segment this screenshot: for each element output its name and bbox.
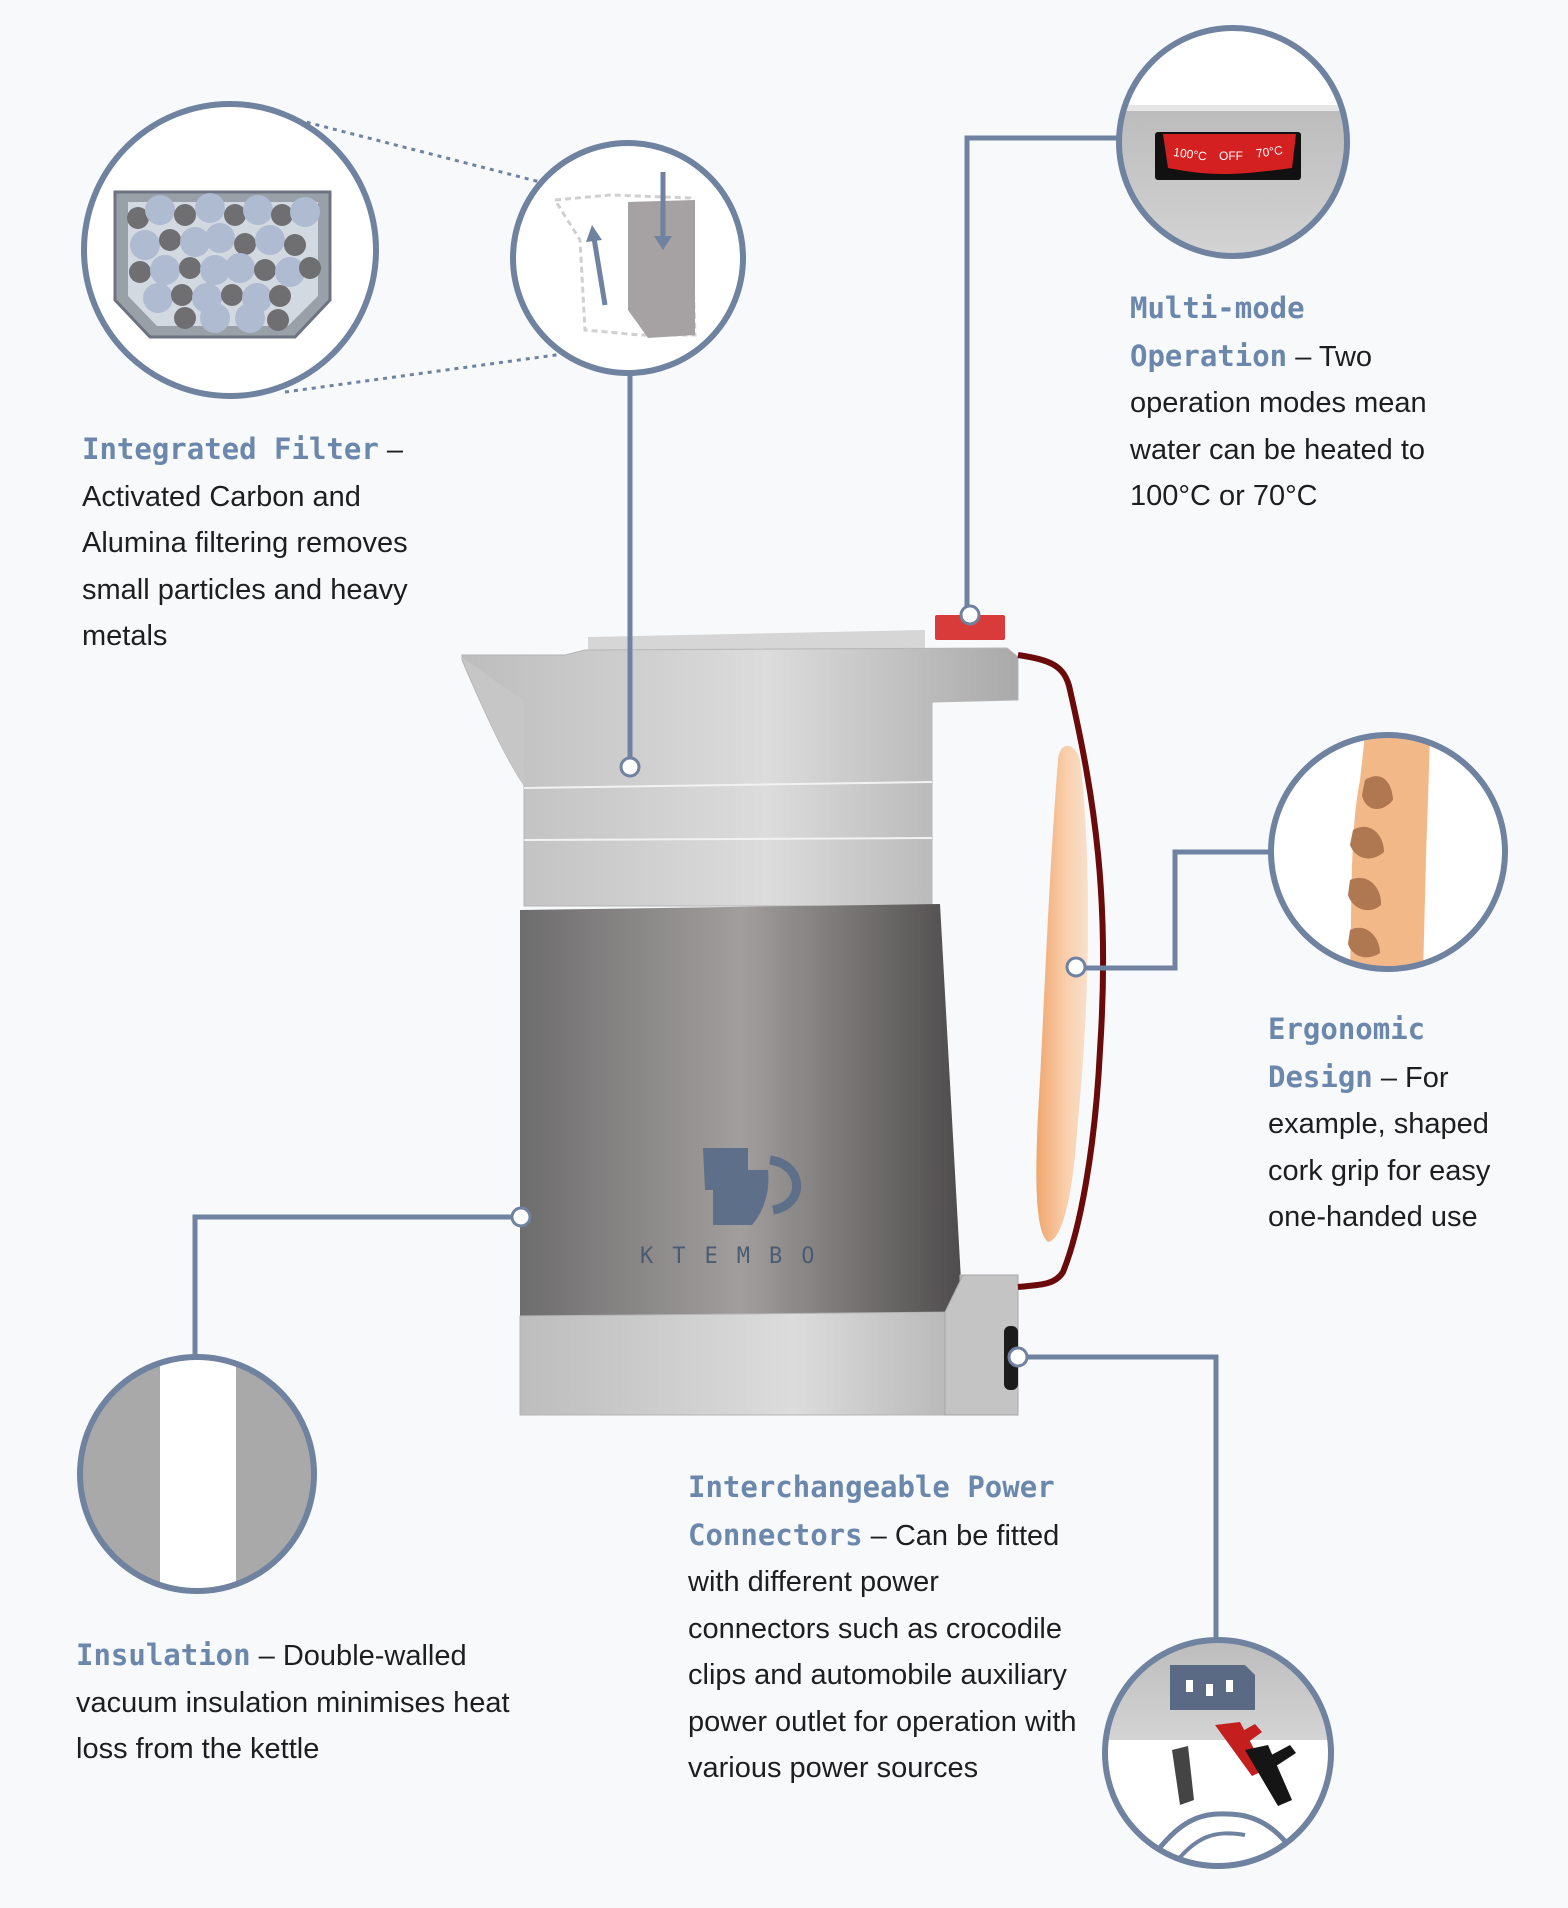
cork-grip xyxy=(1036,745,1089,1242)
brand-name: KTEMBO xyxy=(640,1244,833,1269)
leader-lines xyxy=(192,135,1271,1640)
connectors-dash: – xyxy=(862,1519,887,1552)
insulation-dot xyxy=(510,1206,532,1228)
alumina-granule xyxy=(130,230,160,260)
kettle-spout xyxy=(462,658,524,785)
filter-detail-circle xyxy=(81,101,379,399)
carbon-granule xyxy=(267,309,289,331)
multimode-callout: Multi-mode Operation – Two operation mod… xyxy=(1130,285,1430,520)
grip-detail-circle xyxy=(1268,732,1508,972)
carbon-granule xyxy=(179,257,201,279)
grip-dot xyxy=(1065,956,1087,978)
carbon-granule xyxy=(127,207,149,229)
kettle-ring xyxy=(523,781,933,789)
carbon-granule xyxy=(174,204,196,226)
filter-body: Activated Carbon and Alumina filtering r… xyxy=(82,480,408,653)
carbon-granule xyxy=(171,284,193,306)
insulation-leader xyxy=(192,1214,520,1357)
switch-label-100: 100°C xyxy=(1172,145,1207,164)
alumina-granule xyxy=(235,303,265,333)
switch-dot xyxy=(959,604,981,626)
power-cables xyxy=(1148,1811,1302,1862)
alumina-granule xyxy=(205,223,235,253)
carbon-granule xyxy=(221,284,243,306)
carbon-granule xyxy=(299,257,321,279)
zoom-lines xyxy=(284,118,681,394)
multimode-dash: – xyxy=(1287,340,1319,373)
switch-label-70: 70°C xyxy=(1255,143,1284,161)
multimode-title: Multi-mode Operation xyxy=(1130,291,1305,373)
connectors-body: Can be fitted with different power conne… xyxy=(688,1519,1077,1785)
filter-chamber xyxy=(628,200,695,338)
carbon-granule xyxy=(234,233,256,255)
kettle: KTEMBO xyxy=(461,615,1107,1416)
filter-callout: Integrated Filter – Activated Carbon and… xyxy=(82,426,462,660)
grip-leader xyxy=(1078,849,1271,971)
filter-location-circle xyxy=(510,140,746,376)
filter-title: Integrated Filter xyxy=(82,432,379,466)
alumina-granule xyxy=(243,195,273,225)
logo-handle-arc xyxy=(769,1155,802,1215)
kettle-logo-icon xyxy=(703,1148,769,1225)
ergonomic-callout: Ergonomic Design – For example, shaped c… xyxy=(1268,1006,1528,1241)
connectors-callout: Interchangeable Power Connectors – Can b… xyxy=(688,1464,1078,1792)
alumina-granule xyxy=(290,197,320,227)
insulation-detail-circle xyxy=(77,1354,317,1594)
connectors-title: Interchangeable Power Connectors xyxy=(688,1470,1055,1552)
kettle-handle xyxy=(1017,652,1107,1290)
alumina-granule xyxy=(275,257,305,287)
crocodile-clip-black-icon xyxy=(1245,1745,1296,1806)
carbon-granule xyxy=(254,259,276,281)
carbon-granule xyxy=(271,204,293,226)
kettle-upper-body xyxy=(461,647,1019,907)
carbon-granule xyxy=(174,307,196,329)
connector-leader xyxy=(1018,1354,1219,1640)
power-connectors-detail-circle xyxy=(1102,1637,1334,1869)
carbon-granule xyxy=(269,285,291,307)
ktembo-logo: KTEMBO xyxy=(640,1148,833,1269)
alumina-granule xyxy=(143,283,173,313)
alumina-granule xyxy=(195,193,225,223)
connector-dot xyxy=(1007,1346,1029,1368)
ergonomic-dash: – xyxy=(1372,1061,1406,1094)
filter-dash: – xyxy=(378,434,403,466)
alumina-granule xyxy=(145,195,175,225)
insulation-callout: Insulation – Double-walled vacuum insula… xyxy=(76,1632,516,1773)
alumina-granule xyxy=(225,253,255,283)
alumina-granule xyxy=(180,227,210,257)
kettle-ring xyxy=(523,837,933,841)
ergonomic-title: Ergonomic Design xyxy=(1268,1012,1426,1094)
multimode-body: Two operation modes mean water can be he… xyxy=(1130,340,1427,513)
carbon-granule xyxy=(129,261,151,283)
alumina-granule xyxy=(200,303,230,333)
insulation-dash: – xyxy=(250,1640,283,1672)
insulation-sleeve xyxy=(520,904,963,1316)
switch-label-off: OFF xyxy=(1219,149,1243,163)
carbon-granule xyxy=(224,204,246,226)
switch-detail-circle: 100°C OFF 70°C xyxy=(1116,25,1350,259)
car-plug-icon xyxy=(1172,1746,1194,1805)
filter-dot xyxy=(619,756,641,778)
alumina-granule xyxy=(150,255,180,285)
filter-particles xyxy=(127,193,321,333)
insulation-body: Double-walled vacuum insulation minimise… xyxy=(76,1640,510,1765)
alumina-granule xyxy=(200,255,230,285)
kettle-lid xyxy=(588,630,925,654)
leader-endpoints xyxy=(510,604,1087,1368)
power-button[interactable] xyxy=(935,615,1005,640)
flow-arrow-up-icon xyxy=(591,237,608,306)
switch-leader xyxy=(964,135,1119,618)
ergonomic-body: For example, shaped cork grip for easy o… xyxy=(1268,1061,1491,1234)
insulation-title: Insulation xyxy=(76,1638,251,1672)
carbon-granule xyxy=(159,229,181,251)
carbon-granule xyxy=(284,234,306,256)
alumina-granule xyxy=(255,225,285,255)
